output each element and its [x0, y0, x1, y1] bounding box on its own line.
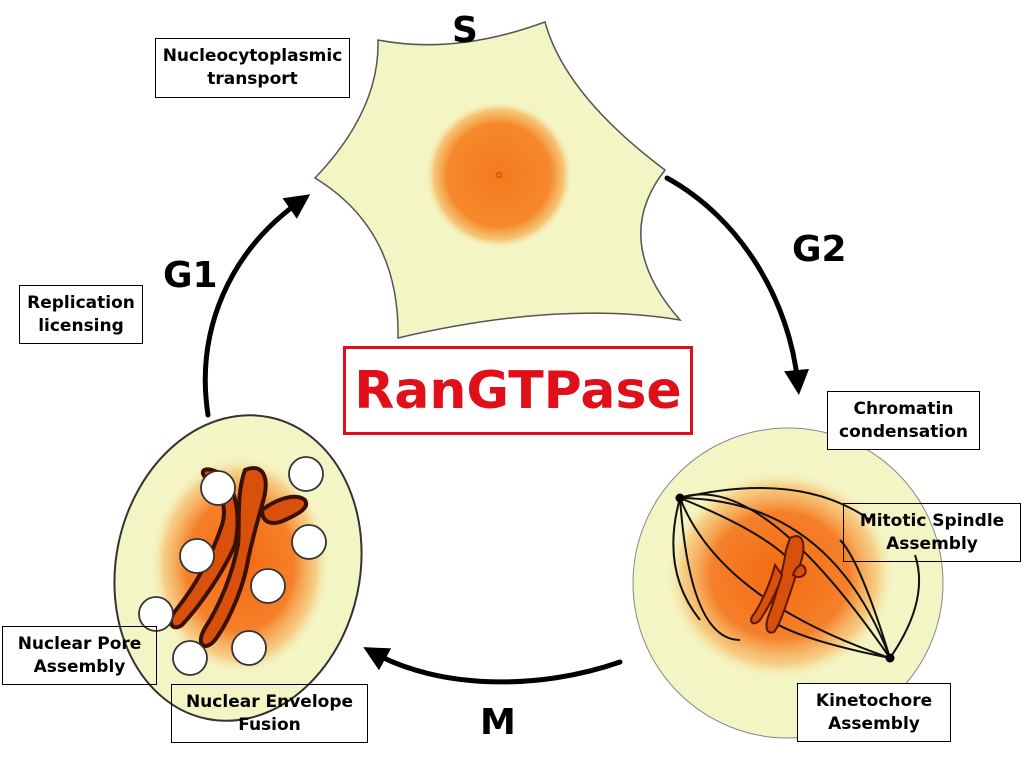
label-line: Assembly	[33, 656, 126, 677]
title-text: RanGTPase	[354, 360, 682, 421]
cycle-arrows	[202, 175, 810, 685]
nuclear-reassembly-cell-icon	[113, 414, 363, 722]
label-kinetochore-assembly: Kinetochore Assembly	[797, 683, 951, 742]
label-mitotic-spindle-assembly: Mitotic Spindle Assembly	[843, 503, 1021, 562]
label-line: Mitotic Spindle	[859, 510, 1005, 531]
phase-label-s: S	[452, 10, 478, 51]
label-chromatin-condensation: Chromatin condensation	[827, 391, 980, 450]
nucleus-icon	[425, 101, 573, 249]
star-shaped-cell-icon	[313, 21, 682, 339]
label-line: Nuclear Pore	[17, 633, 142, 654]
label-line: Assembly	[828, 713, 920, 734]
nuclear-pore-icon	[138, 456, 327, 676]
arrow-g1-to-s	[202, 194, 311, 418]
label-nucleocytoplasmic-transport: Nucleocytoplasmic transport	[155, 38, 350, 98]
arrow-s-to-g2	[664, 175, 810, 395]
label-line: Chromatin	[853, 398, 954, 419]
label-line: Kinetochore	[815, 690, 933, 711]
label-line: transport	[207, 69, 298, 89]
label-line: Assembly	[886, 533, 978, 554]
phase-label-m: M	[480, 702, 516, 743]
label-replication-licensing: Replication licensing	[19, 285, 143, 344]
arrow-m-back	[363, 647, 623, 685]
label-nuclear-envelope-fusion: Nuclear Envelope Fusion	[171, 684, 368, 743]
phase-label-g1: G1	[163, 255, 218, 296]
label-nuclear-pore-assembly: Nuclear Pore Assembly	[2, 626, 157, 685]
label-line: Nuclear Envelope	[185, 691, 354, 712]
label-line: Fusion	[238, 714, 301, 735]
label-line: Nucleocytoplasmic	[162, 46, 343, 66]
title-box: RanGTPase	[343, 346, 693, 435]
chromosome-icon	[750, 535, 807, 634]
mitotic-cell-icon	[632, 427, 944, 739]
label-line: licensing	[38, 315, 124, 336]
phase-label-g2: G2	[792, 229, 847, 270]
label-line: condensation	[839, 421, 968, 442]
label-line: Replication	[27, 292, 135, 313]
